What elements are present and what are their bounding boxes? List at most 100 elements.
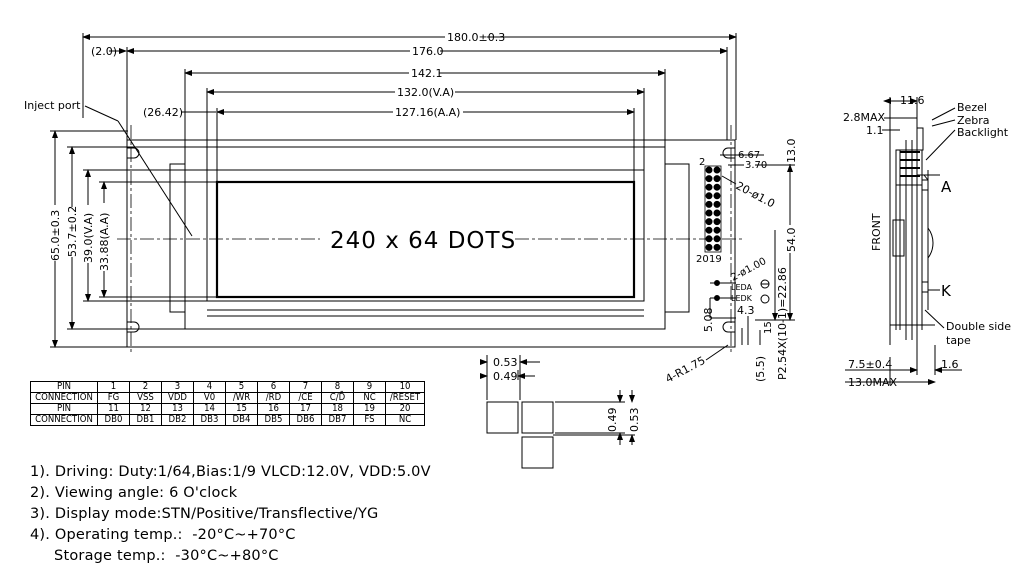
front-label: FRONT (870, 213, 883, 251)
pin-cell: 8 (321, 381, 354, 393)
dim-28max: 2.8MAX (843, 111, 886, 124)
ledk-label: LEDK (731, 294, 753, 303)
pin-cell: 14 (193, 403, 226, 415)
pin-cell: 7 (289, 381, 322, 393)
dim-132: 132.0(V.A) (397, 86, 454, 99)
led-pads (709, 230, 778, 345)
pin-cell: 5 (225, 381, 258, 393)
pin-header: PIN (30, 381, 98, 393)
connector-pin (713, 175, 721, 183)
module-outline (117, 125, 745, 355)
conn-cell: C/D̄ (321, 392, 354, 404)
pin-cell: 13 (161, 403, 194, 415)
pin-19-label: 19 (709, 254, 722, 265)
notes: 1). Driving: Duty:1/64,Bias:1/9 VLCD:12.… (30, 462, 431, 567)
dim-65: 65.0±0.3 (49, 210, 62, 261)
connector-pin (705, 175, 713, 183)
dim-537: 53.7±0.2 (66, 206, 79, 257)
pin-2-label: 2 (699, 157, 705, 168)
connector-pin (705, 226, 713, 234)
cathode-label: K (941, 282, 952, 300)
connector-pin (713, 218, 721, 226)
display-resolution-label: 240 x 64 DOTS (330, 228, 516, 254)
conn-cell: DB0 (97, 414, 130, 426)
pin-cell: 20 (385, 403, 425, 415)
dot-detail (480, 355, 635, 469)
dim-55: (5.5) (754, 356, 767, 382)
pin-cell: 4 (193, 381, 226, 393)
conn-cell: DB4 (225, 414, 258, 426)
pin-cell: 1 (97, 381, 130, 393)
connector-pin (713, 183, 721, 191)
pin-header: PIN (30, 403, 98, 415)
dim-39: 39.0(V.A) (82, 213, 95, 263)
conn-cell: DB1 (129, 414, 162, 426)
connector-pin (705, 218, 713, 226)
leda-label: LEDA (731, 283, 753, 292)
anode-label: A (941, 178, 952, 196)
dim-13: 13.0 (785, 139, 798, 164)
tape-label-1: Double side (946, 320, 1011, 333)
dim-508: 5.08 (702, 308, 715, 333)
connector-pin (705, 183, 713, 191)
connection-header: CONNECTION (30, 392, 98, 404)
note-viewing-angle: 2). Viewing angle: 6 O'clock (30, 485, 238, 501)
connector-pin (705, 243, 713, 251)
zebra-label: Zebra (957, 114, 990, 127)
pin-table: PIN 1 2 3 4 5 6 7 8 9 10 CONNECTION FG V… (30, 381, 425, 426)
connector-pin (713, 192, 721, 200)
pin-cell: 10 (385, 381, 425, 393)
conn-row-1: CONNECTION FG VSS VDD V0 /WR /RD /CE C/D… (30, 392, 425, 404)
conn-cell: DB6 (289, 414, 322, 426)
dim-43: 4.3 (737, 304, 755, 317)
pin-row-1: PIN 1 2 3 4 5 6 7 8 9 10 (30, 381, 425, 393)
conn-cell: NC (385, 414, 425, 426)
connector-pin (713, 209, 721, 217)
dim-75: 7.5±0.4 (848, 358, 892, 371)
connection-header: CONNECTION (30, 414, 98, 426)
dim-2642: (26.42) (143, 106, 183, 119)
dim-053-v: 0.53 (628, 408, 641, 433)
pin-cell: 9 (353, 381, 386, 393)
note-operating-temp: 4). Operating temp.: -20°C~+70°C (30, 527, 296, 543)
pitch-label: P2.54X(10-1)=22.86 (776, 267, 789, 380)
conn-cell: FG (97, 392, 130, 404)
conn-cell: /WR (225, 392, 258, 404)
conn-cell: DB7 (321, 414, 354, 426)
dim-049: 0.49 (493, 370, 518, 383)
connector-pin (705, 166, 713, 174)
dim-11: 1.1 (866, 124, 884, 137)
conn-row-2: CONNECTION DB0 DB1 DB2 DB3 DB4 DB5 DB6 D… (30, 414, 425, 426)
connector-pin (705, 200, 713, 208)
dim-13max: 13.0MAX (848, 376, 898, 389)
pin-20-label: 20 (696, 254, 709, 265)
conn-cell: /RD (257, 392, 290, 404)
connector-pin (713, 166, 721, 174)
conn-cell: DB3 (193, 414, 226, 426)
conn-cell: DB5 (257, 414, 290, 426)
note-display-mode: 3). Display mode:STN/Positive/Transflect… (30, 506, 379, 522)
pin-cell: 17 (289, 403, 322, 415)
connector-pin (705, 235, 713, 243)
conn-cell: VDD (161, 392, 194, 404)
inject-port-label: Inject port (24, 99, 81, 112)
dim-180: 180.0±0.3 (447, 31, 505, 44)
side-view (845, 97, 962, 385)
dim-2: (2.0) (91, 45, 117, 58)
connector-pin (705, 192, 713, 200)
bezel-label: Bezel (957, 101, 987, 114)
conn-cell: DB2 (161, 414, 194, 426)
dim-142: 142.1 (411, 67, 443, 80)
conn-cell: VSS (129, 392, 162, 404)
conn-cell: FS (353, 414, 386, 426)
pin-cell: 11 (97, 403, 130, 415)
connector-pin (713, 243, 721, 251)
pin-cell: 2 (129, 381, 162, 393)
dim-053: 0.53 (493, 356, 518, 369)
connector-pin (705, 209, 713, 217)
dim-16: 1.6 (941, 358, 959, 371)
connector-pin (713, 200, 721, 208)
dim-116: 11.6 (900, 94, 925, 107)
conn-cell: V0 (193, 392, 226, 404)
